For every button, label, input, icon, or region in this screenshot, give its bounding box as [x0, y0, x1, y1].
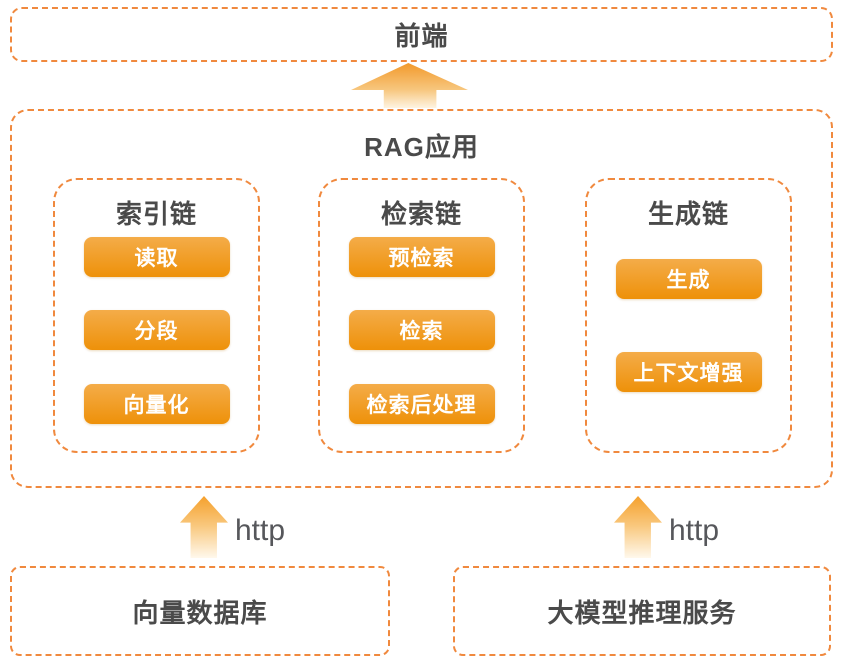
llm-service-node: 大模型推理服务 [453, 566, 831, 656]
step-context-enhance: 上下文增强 [615, 352, 762, 392]
index-chain-group: 索引链 读取 分段 向量化 [53, 178, 260, 453]
vector-db-node: 向量数据库 [10, 566, 390, 656]
step-generate: 生成 [615, 259, 762, 299]
http-label-llm: http [669, 514, 720, 547]
step-pre-retrieval: 预检索 [348, 237, 495, 277]
retrieval-chain-title: 检索链 [380, 199, 462, 229]
step-retrieval: 检索 [348, 310, 495, 350]
generation-chain-title: 生成链 [647, 199, 729, 229]
generation-chain-group: 生成链 生成 上下文增强 [585, 178, 792, 453]
rag-app-title: RAG应用 [364, 132, 479, 162]
up-arrow-icon [180, 496, 228, 558]
step-read: 读取 [83, 237, 230, 277]
frontend-node: 前端 [10, 7, 833, 62]
step-vectorize: 向量化 [83, 384, 230, 424]
http-label-db: http [235, 514, 286, 547]
up-arrow-icon [351, 63, 468, 108]
vector-db-label: 向量数据库 [132, 597, 268, 628]
retrieval-chain-group: 检索链 预检索 检索 检索后处理 [318, 178, 525, 453]
llm-service-label: 大模型推理服务 [547, 597, 737, 628]
index-chain-title: 索引链 [115, 199, 197, 229]
up-arrow-icon [614, 496, 662, 558]
step-post-retrieval: 检索后处理 [348, 384, 495, 424]
frontend-label: 前端 [394, 21, 449, 51]
step-segment: 分段 [83, 310, 230, 350]
